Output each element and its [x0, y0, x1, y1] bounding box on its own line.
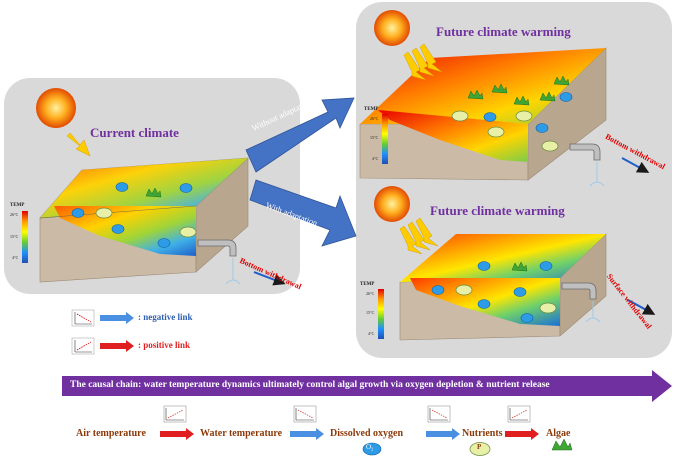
- chain-graph-icons: [163, 405, 531, 423]
- legend-positive-label: : positive link: [138, 340, 191, 350]
- temp-scale-label: TEMP: [10, 203, 25, 208]
- chain-node-algae: Algae: [546, 428, 571, 439]
- temp-scale-label: TEMP: [360, 282, 375, 287]
- temp-high-label: 26°C: [10, 212, 19, 217]
- chain-link-arrows: [160, 428, 539, 440]
- current-climate-title: Current climate: [90, 125, 179, 140]
- sunlight-rays-icon: [399, 217, 439, 255]
- legend-positive-arrow: [100, 340, 134, 352]
- water-splash-icon: [225, 162, 605, 323]
- temp-scale-label: TEMP: [364, 107, 379, 112]
- temp-high-label: 26°C: [370, 116, 379, 121]
- sun-icon: [36, 88, 76, 128]
- with-adaptation-arrow: [249, 179, 357, 247]
- temp-color-bar: [378, 289, 384, 339]
- temp-low-label: 4°C: [12, 255, 19, 260]
- future-without-reservoir: [359, 47, 607, 181]
- future-with-title: Future climate warming: [430, 203, 565, 218]
- sunlight-arrow-icon: [66, 132, 91, 157]
- outlet-pipe-icon: [197, 143, 601, 300]
- legend-negative-graph-icon: [71, 309, 95, 327]
- without-adaptation-arrow: [245, 97, 355, 173]
- phosphorus-markers: [95, 110, 559, 456]
- legend-positive-graph-icon: [71, 337, 95, 355]
- current-reservoir: [39, 157, 249, 283]
- temp-color-bar: [22, 211, 28, 263]
- chain-node-air-temperature: Air temperature: [76, 428, 146, 439]
- temp-low-label: 4°C: [372, 156, 379, 161]
- temp-mid-label: 15°C: [366, 310, 375, 315]
- chain-node-water-temperature: Water temperature: [200, 428, 283, 439]
- temp-mid-label: 15°C: [370, 135, 379, 140]
- chain-oxygen-symbol: O₂: [366, 443, 374, 451]
- temp-high-label: 26°C: [366, 291, 375, 296]
- causal-chain-banner-arrow: [62, 370, 672, 402]
- future-without-title: Future climate warming: [436, 24, 571, 39]
- chain-phosphorus-symbol: P: [477, 443, 482, 451]
- oxygen-markers: [71, 92, 573, 456]
- legend-negative-label: : negative link: [138, 312, 193, 322]
- causal-chain-banner: The causal chain: water temperature dyna…: [70, 380, 550, 390]
- algae-icons: [145, 75, 573, 451]
- temp-low-label: 4°C: [368, 331, 375, 336]
- chain-node-dissolved-oxygen: Dissolved oxygen: [330, 428, 404, 439]
- temp-color-bar: [382, 114, 388, 164]
- chain-node-nutrients: Nutrients: [462, 428, 503, 439]
- sunlight-rays-icon: [403, 43, 443, 81]
- temp-mid-label: 15°C: [10, 234, 19, 239]
- sun-icon: [374, 186, 410, 222]
- withdrawal-arrow-icon: [253, 157, 656, 315]
- sun-icon: [374, 10, 410, 46]
- legend-negative-arrow: [100, 312, 134, 324]
